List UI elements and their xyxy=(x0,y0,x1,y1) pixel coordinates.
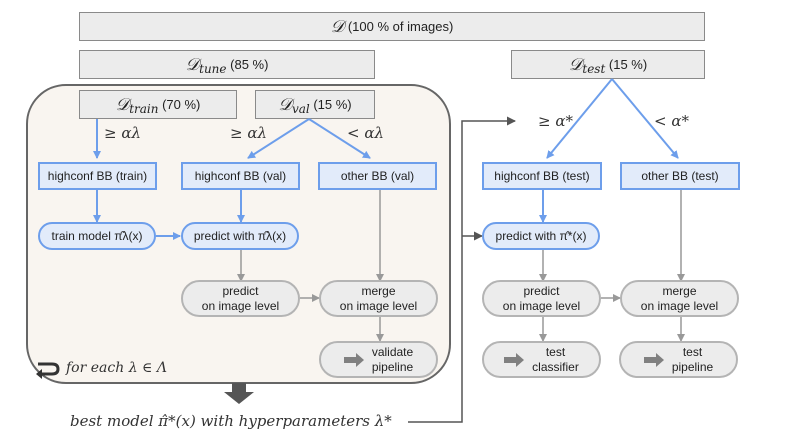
threshold-test-ge: ≥ α* xyxy=(538,112,573,130)
dataset-all-symbol: 𝒟 xyxy=(330,16,345,37)
loop-label: for each λ ∈ Λ xyxy=(66,360,167,376)
edge-test-highconf xyxy=(546,78,613,159)
loop-icon xyxy=(38,362,60,376)
dataset-tune-pct: (85 %) xyxy=(230,57,269,72)
label-line1: test xyxy=(545,344,566,359)
node-highconf-train: highconf BB (train) xyxy=(38,162,157,190)
dataset-tune-sub: tune xyxy=(199,61,227,76)
label-line2: classifier xyxy=(532,359,579,374)
node-train-model: train model π̂λ(x) xyxy=(38,222,156,250)
label-line2: on image level xyxy=(502,298,581,313)
dataset-val-symbol: 𝒟 xyxy=(278,94,292,115)
label-line2: on image level xyxy=(339,298,418,313)
node-predict-test: predict with π̂*(x) xyxy=(482,222,600,250)
label-line1: predict xyxy=(222,283,259,298)
right-arrow-icon xyxy=(343,352,364,367)
label-line1: merge xyxy=(361,283,396,298)
label-line1: validate xyxy=(371,344,414,359)
label-line1: test xyxy=(682,344,703,359)
threshold-val-ge: ≥ αλ xyxy=(230,124,267,142)
node-other-test: other BB (test) xyxy=(620,162,740,190)
dataset-test-symbol: 𝒟 xyxy=(568,54,583,75)
label-line1: predict xyxy=(523,283,560,298)
right-arrow-icon xyxy=(643,352,664,367)
label-line2: on image level xyxy=(640,298,719,313)
threshold-train-ge: ≥ αλ xyxy=(104,124,141,142)
node-predict-val: predict with π̂λ(x) xyxy=(181,222,299,250)
threshold-test-lt: < α* xyxy=(654,112,689,130)
edge-bestmodel-test xyxy=(408,116,516,423)
edge-test-other xyxy=(611,78,679,159)
label-line1: merge xyxy=(662,283,697,298)
node-highconf-val: highconf BB (val) xyxy=(181,162,300,190)
dataset-all-pct: (100 % of images) xyxy=(347,19,454,34)
label-line2: pipeline xyxy=(371,359,414,374)
dataset-val-pct: (15 %) xyxy=(313,97,352,112)
dataset-val-sub: val xyxy=(291,101,310,116)
edge-val-highconf xyxy=(247,118,310,159)
dataset-train-symbol: 𝒟 xyxy=(115,94,130,115)
node-highconf-test: highconf BB (test) xyxy=(482,162,602,190)
edge-val-other xyxy=(308,118,371,159)
big-down-arrow xyxy=(224,383,254,404)
threshold-val-lt: < αλ xyxy=(347,124,384,142)
dataset-all-box: 𝒟 (100 % of images) xyxy=(79,12,705,41)
node-other-val: other BB (val) xyxy=(318,162,437,190)
dataset-test-sub: test xyxy=(582,61,606,76)
best-model-label: best model π̂*(x) with hyperparameters λ… xyxy=(70,412,392,430)
label-line2: on image level xyxy=(201,298,280,313)
dataset-train-sub: train xyxy=(129,101,159,116)
right-arrow-icon xyxy=(504,352,525,367)
dataset-train-pct: (70 %) xyxy=(162,97,201,112)
dataset-tune-symbol: 𝒟 xyxy=(185,54,200,75)
dataset-test-pct: (15 %) xyxy=(608,57,648,72)
label-line2: pipeline xyxy=(671,359,714,374)
